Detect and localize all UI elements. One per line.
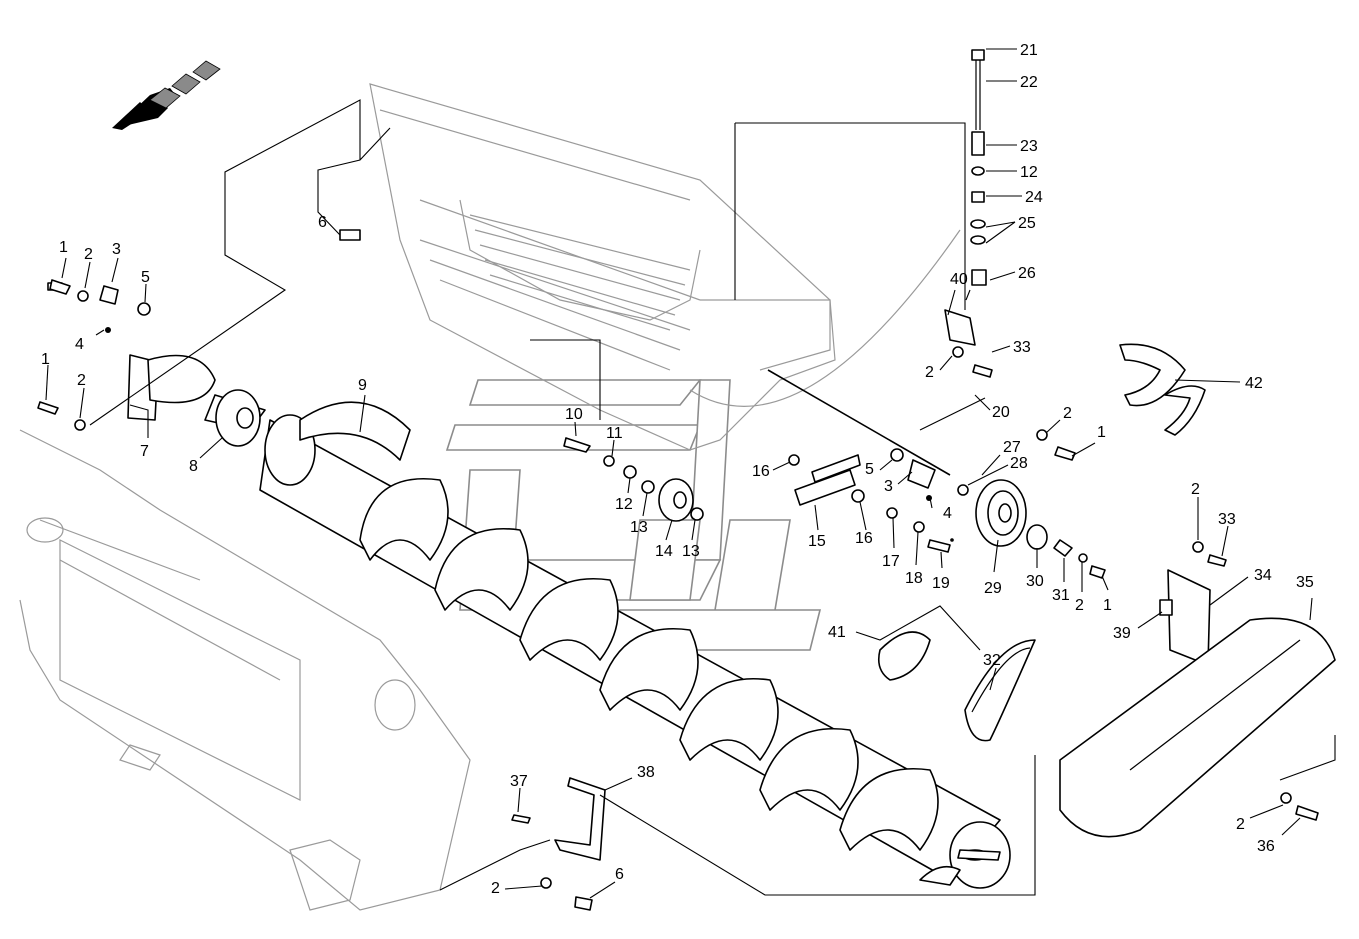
callout-14: 14 <box>655 543 673 560</box>
callout-40: 40 <box>950 271 968 288</box>
callout-38: 38 <box>637 764 655 781</box>
callout-20: 20 <box>992 404 1010 421</box>
callout-26: 26 <box>1018 265 1036 282</box>
callout-25: 25 <box>1018 215 1036 232</box>
callout-27: 27 <box>1003 439 1021 456</box>
callout-3: 3 <box>884 478 893 495</box>
right-side-parts <box>767 49 1336 838</box>
center-bearing-components <box>563 437 1106 579</box>
callout-22: 22 <box>1020 74 1038 91</box>
callout-6: 6 <box>318 214 327 231</box>
callout-1: 1 <box>59 239 68 256</box>
callout-13: 13 <box>630 519 648 536</box>
callout-18: 18 <box>905 570 923 587</box>
callout-30: 30 <box>1026 573 1044 590</box>
direction-arrow-icon <box>112 60 221 130</box>
callout-2: 2 <box>1236 816 1245 833</box>
callout-17: 17 <box>882 553 900 570</box>
callout-37: 37 <box>510 773 528 790</box>
callout-2: 2 <box>1075 597 1084 614</box>
callout-3: 3 <box>112 241 121 258</box>
callout-2: 2 <box>925 364 934 381</box>
callout-16: 16 <box>855 530 873 547</box>
callout-4: 4 <box>943 505 952 522</box>
callout-19: 19 <box>932 575 950 592</box>
callout-23: 23 <box>1020 138 1038 155</box>
callout-12: 12 <box>615 496 633 513</box>
callout-10: 10 <box>565 406 583 423</box>
callout-36: 36 <box>1257 838 1275 855</box>
callout-2: 2 <box>1063 405 1072 422</box>
callout-8: 8 <box>189 458 198 475</box>
callout-12: 12 <box>1020 164 1038 181</box>
callout-34: 34 <box>1254 567 1272 584</box>
callout-7: 7 <box>140 443 149 460</box>
callout-33: 33 <box>1013 339 1031 356</box>
leader-lines <box>45 48 1336 899</box>
callout-11: 11 <box>606 425 623 442</box>
callout-2: 2 <box>84 246 93 263</box>
callout-41: 41 <box>828 624 846 641</box>
callout-2: 2 <box>77 372 86 389</box>
callout-35: 35 <box>1296 574 1314 591</box>
callout-13: 13 <box>682 543 700 560</box>
callout-labels: 21 22 23 12 24 25 26 40 33 2 20 42 2 1 2… <box>41 42 1314 897</box>
left-bearing-assembly <box>37 279 266 447</box>
auger <box>259 401 1011 889</box>
callout-1: 1 <box>41 351 50 368</box>
callout-31: 31 <box>1052 587 1070 604</box>
callout-32: 32 <box>983 652 1001 669</box>
callout-42: 42 <box>1245 375 1263 392</box>
callout-39: 39 <box>1113 625 1131 642</box>
callout-16: 16 <box>752 463 770 480</box>
callout-9: 9 <box>358 377 367 394</box>
callout-29: 29 <box>984 580 1002 597</box>
callout-33: 33 <box>1218 511 1236 528</box>
callout-5: 5 <box>141 269 150 286</box>
callout-1: 1 <box>1103 597 1112 614</box>
callout-6: 6 <box>615 866 624 883</box>
bottom-bracket <box>339 229 606 911</box>
callout-4: 4 <box>75 336 84 353</box>
upper-housing <box>369 83 961 451</box>
callout-28: 28 <box>1010 455 1028 472</box>
left-frame <box>19 429 471 911</box>
callout-2: 2 <box>1191 481 1200 498</box>
callout-15: 15 <box>808 533 826 550</box>
callout-1: 1 <box>1097 424 1106 441</box>
callout-21: 21 <box>1020 42 1038 59</box>
callout-2: 2 <box>491 880 500 897</box>
callout-5: 5 <box>865 461 874 478</box>
callout-24: 24 <box>1025 189 1043 206</box>
